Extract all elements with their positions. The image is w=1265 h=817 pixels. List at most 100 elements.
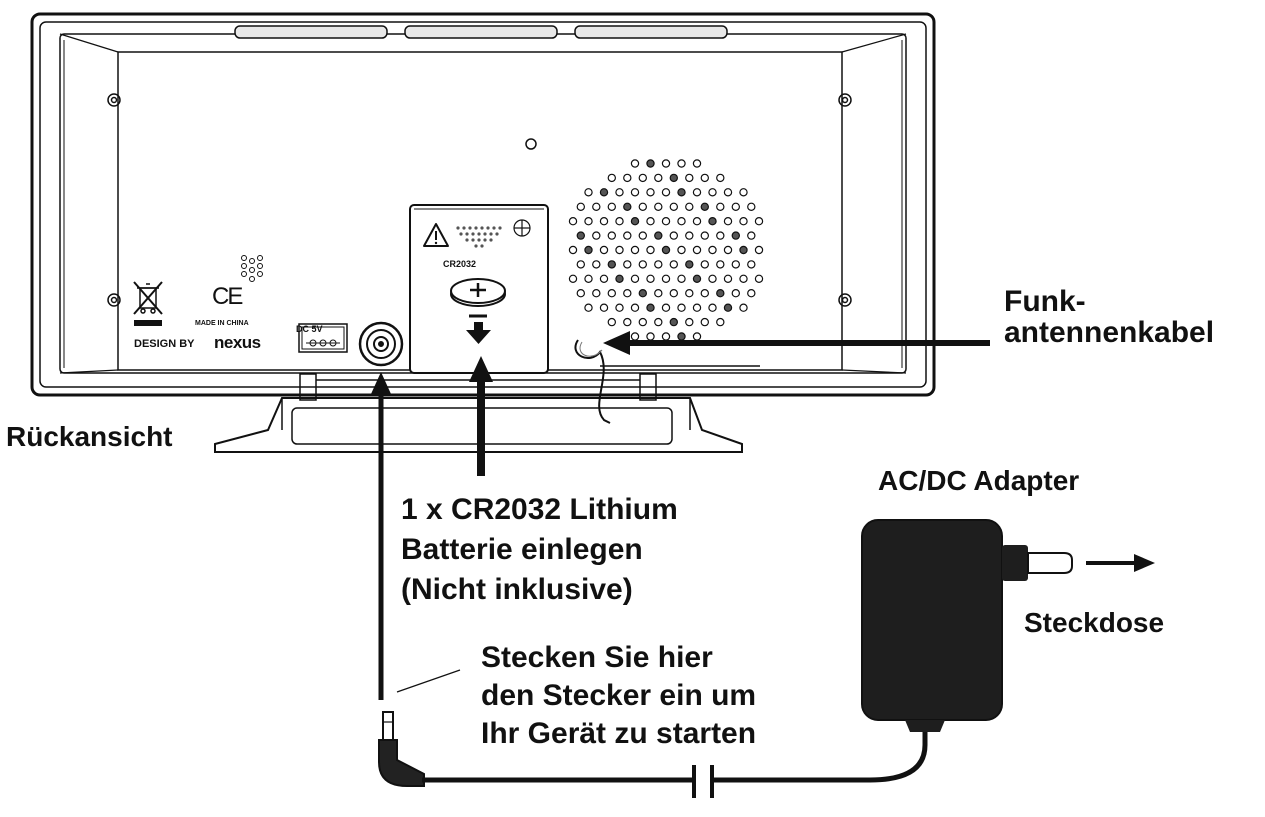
speaker-hole (661, 159, 671, 168)
speaker-hole (623, 202, 632, 211)
speaker-hole (638, 202, 648, 211)
speaker-hole (623, 260, 632, 269)
speaker-hole (708, 188, 717, 197)
speaker-hole (599, 216, 609, 226)
speaker-hole (677, 245, 686, 255)
speaker-hole (754, 245, 764, 255)
antenna-label-line2: antennenkabel (1004, 316, 1215, 349)
speaker-hole (677, 274, 686, 283)
speaker-hole (685, 173, 694, 183)
speaker-hole (599, 274, 609, 283)
plug-pointer-line (396, 669, 461, 693)
speaker-hole (592, 260, 601, 269)
speaker-hole (692, 245, 702, 255)
speaker-hole (630, 216, 640, 226)
speaker-hole (584, 274, 593, 283)
speaker-hole (716, 289, 725, 298)
speaker-hole (630, 188, 640, 197)
speaker-hole (584, 245, 593, 255)
speaker-hole (669, 231, 679, 240)
speaker-hole (754, 216, 764, 226)
speaker-hole (739, 216, 748, 226)
jack-arrow (371, 372, 391, 700)
speaker-hole (638, 317, 648, 327)
speaker-hole (576, 289, 586, 298)
speaker-hole (661, 188, 671, 197)
speaker-hole (638, 260, 648, 269)
speaker-hole (630, 332, 640, 341)
indicator-dots (241, 255, 263, 282)
speaker-hole (576, 260, 586, 269)
battery-label-line2: Batterie einlegen (401, 533, 643, 566)
speaker-hole (723, 303, 733, 312)
speaker-hole (700, 202, 710, 211)
speaker-hole (568, 216, 578, 226)
speaker-hole (731, 260, 741, 269)
speaker-hole (716, 173, 725, 183)
speaker-hole (646, 245, 655, 255)
speaker-hole (661, 274, 671, 283)
barrel-plug-icon (378, 711, 425, 787)
speaker-hole (661, 245, 671, 255)
speaker-hole (599, 245, 609, 255)
speaker-hole (708, 274, 717, 283)
speaker-hole (661, 332, 671, 341)
speaker-hole (568, 274, 578, 283)
speaker-hole (685, 231, 694, 240)
speaker-hole (700, 173, 710, 183)
speaker-hole (677, 332, 686, 341)
speaker-hole (747, 289, 756, 298)
speaker-hole (654, 202, 663, 211)
speaker-hole (669, 202, 679, 211)
speaker-hole (654, 173, 663, 183)
ce-mark-icon: CE (212, 283, 243, 310)
speaker-hole (576, 202, 586, 211)
rear-view-label: Rückansicht (6, 421, 173, 452)
speaker-hole (654, 289, 663, 298)
power-cable (422, 702, 928, 798)
speaker-hole (607, 317, 617, 327)
speaker-hole (615, 303, 624, 312)
speaker-hole (677, 188, 686, 197)
speaker-hole (654, 260, 663, 269)
dc-socket (358, 321, 404, 367)
speaker-hole (654, 231, 663, 240)
speaker-hole (669, 317, 679, 327)
speaker-hole (692, 303, 702, 312)
speaker-hole (700, 231, 710, 240)
speaker-hole (739, 274, 748, 283)
speaker-hole (661, 303, 671, 312)
speaker-hole (692, 188, 702, 197)
battery-label-line3: (Nicht inklusive) (401, 573, 633, 606)
adapter-title: AC/DC Adapter (878, 465, 1080, 496)
speaker-hole (677, 159, 686, 168)
speaker-hole (646, 188, 655, 197)
speaker-grille-icon (568, 159, 764, 341)
weee-bin-icon (133, 281, 163, 326)
speaker-hole (723, 245, 733, 255)
antenna-arrow (603, 331, 990, 355)
speaker-hole (638, 173, 648, 183)
speaker-hole (646, 274, 655, 283)
warning-icon (423, 223, 449, 247)
speaker-hole (607, 260, 617, 269)
made-in-label: MADE IN CHINA (195, 320, 249, 327)
speaker-hole (692, 159, 702, 168)
speaker-hole (599, 303, 609, 312)
speaker-hole (623, 317, 632, 327)
speaker-hole (592, 231, 601, 240)
speaker-hole (731, 231, 741, 240)
speaker-hole (584, 303, 593, 312)
speaker-hole (638, 289, 648, 298)
speaker-hole (615, 245, 624, 255)
plug-label-line3: Ihr Gerät zu starten (481, 717, 757, 750)
screw-holes (107, 93, 852, 307)
speaker-hole (692, 332, 702, 341)
speaker-hole (731, 289, 741, 298)
speaker-hole (739, 303, 748, 312)
speaker-hole (623, 231, 632, 240)
speaker-hole (646, 216, 655, 226)
speaker-hole (739, 188, 748, 197)
speaker-hole (669, 289, 679, 298)
speaker-hole (607, 202, 617, 211)
